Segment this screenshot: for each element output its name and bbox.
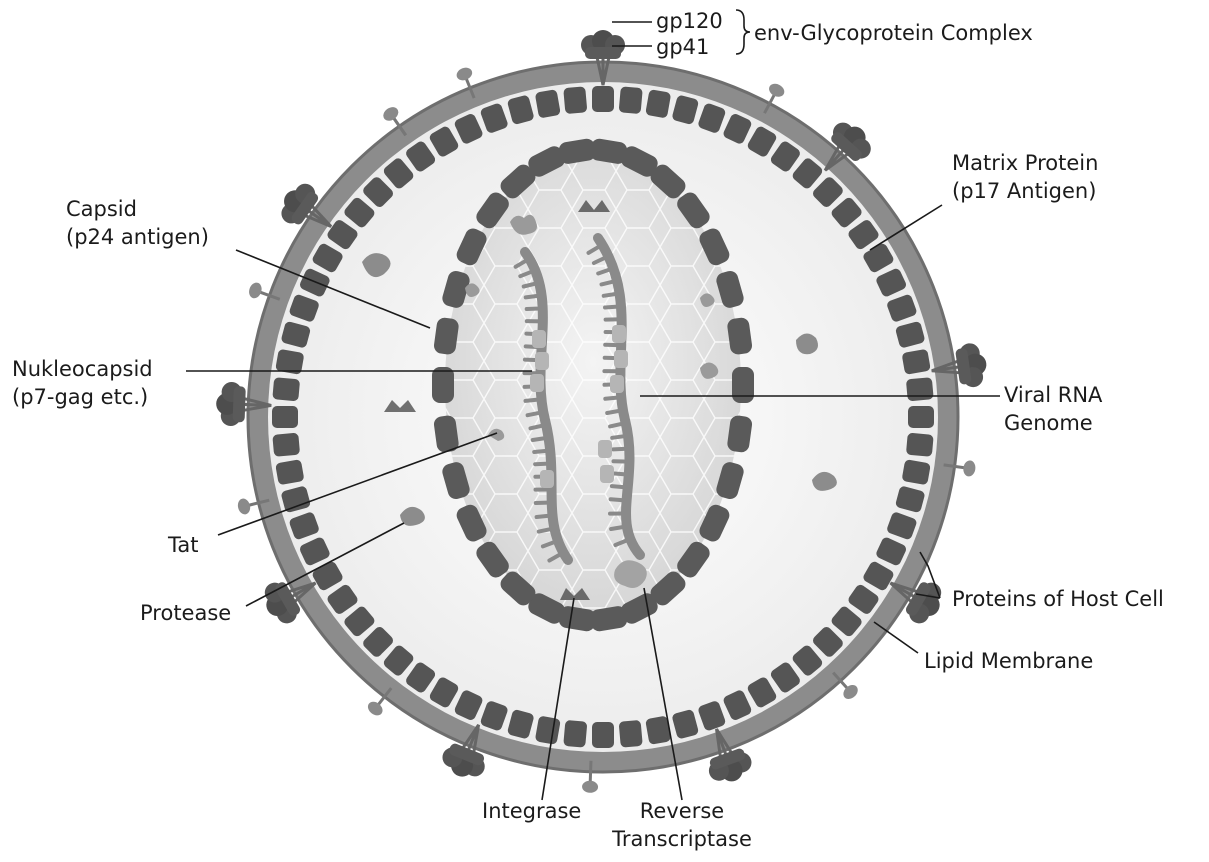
reverse-transcriptase-label: Reverse Transcriptase xyxy=(602,798,762,852)
rna-base xyxy=(605,397,621,399)
matrix-protein-block xyxy=(272,377,300,401)
matrix-protein-block xyxy=(908,406,934,428)
matrix-protein-block xyxy=(901,459,930,485)
matrix-protein-block xyxy=(563,720,587,748)
capsid-line1: Capsid xyxy=(66,196,209,222)
matrix-protein-block xyxy=(535,715,561,744)
rna-base xyxy=(526,399,542,401)
matrix-protein-block xyxy=(535,89,561,118)
matrix-protein-block xyxy=(272,433,300,457)
rna-base xyxy=(526,295,542,297)
rna-base xyxy=(612,486,628,487)
reverse-transcriptase-line2: Transcriptase xyxy=(602,826,762,852)
matrix-protein-block xyxy=(906,377,934,401)
rna-base xyxy=(534,451,550,453)
matrix-protein-block xyxy=(272,406,298,428)
rna-base xyxy=(604,293,620,295)
matrix-protein-block xyxy=(275,459,304,485)
capsid-label: Capsid (p24 antigen) xyxy=(66,196,209,250)
nucleocapsid-line1: Nukleocapsid xyxy=(12,356,153,382)
matrix-protein-block xyxy=(592,722,614,748)
matrix-protein-block xyxy=(592,86,614,112)
capsid-line2: (p24 antigen) xyxy=(66,224,209,250)
matrix-protein-line1: Matrix Protein xyxy=(952,150,1098,176)
integrase-label: Integrase xyxy=(482,798,581,824)
rna-base xyxy=(605,306,621,307)
matrix-protein-label: Matrix Protein (p17 Antigen) xyxy=(952,150,1098,204)
viral-rna-line1: Viral RNA xyxy=(1004,382,1102,408)
capsid-block xyxy=(732,367,754,403)
matrix-protein-block xyxy=(619,720,643,748)
rna-base xyxy=(537,515,553,517)
rna-base xyxy=(536,503,552,504)
viral-rna-line2: Genome xyxy=(1004,410,1102,436)
matrix-protein-block xyxy=(645,89,671,118)
rna-base xyxy=(607,410,623,413)
rna-base xyxy=(613,449,629,450)
env-glycoprotein-complex-label: env-Glycoprotein Complex xyxy=(754,20,1033,46)
rna-base xyxy=(611,499,627,500)
matrix-protein-block xyxy=(563,86,587,114)
protease-label: Protease xyxy=(140,600,231,626)
rna-base xyxy=(533,438,549,440)
matrix-protein-block xyxy=(619,86,643,114)
matrix-protein-line2: (p17 Antigen) xyxy=(952,178,1098,204)
lipid-membrane-label: Lipid Membrane xyxy=(924,648,1093,674)
gp41-label: gp41 xyxy=(656,34,709,60)
capsid-block xyxy=(432,367,454,403)
viral-rna-genome-label: Viral RNA Genome xyxy=(1004,382,1102,436)
rna-base xyxy=(605,345,621,346)
rna-base xyxy=(535,464,551,465)
rna-base xyxy=(611,526,627,529)
matrix-protein-block xyxy=(906,433,934,457)
rna-base xyxy=(613,473,629,474)
rna-base xyxy=(527,308,543,309)
reverse-transcriptase-line1: Reverse xyxy=(602,798,762,824)
host-cell-proteins-label: Proteins of Host Cell xyxy=(952,586,1164,612)
rna-base xyxy=(612,436,628,438)
nucleocapsid-line2: (p7-gag etc.) xyxy=(12,384,153,410)
matrix-protein-block xyxy=(901,349,930,375)
gp120-label: gp120 xyxy=(656,8,723,34)
tat-label: Tat xyxy=(168,532,198,558)
nucleocapsid-label: Nukleocapsid (p7-gag etc.) xyxy=(12,356,153,410)
